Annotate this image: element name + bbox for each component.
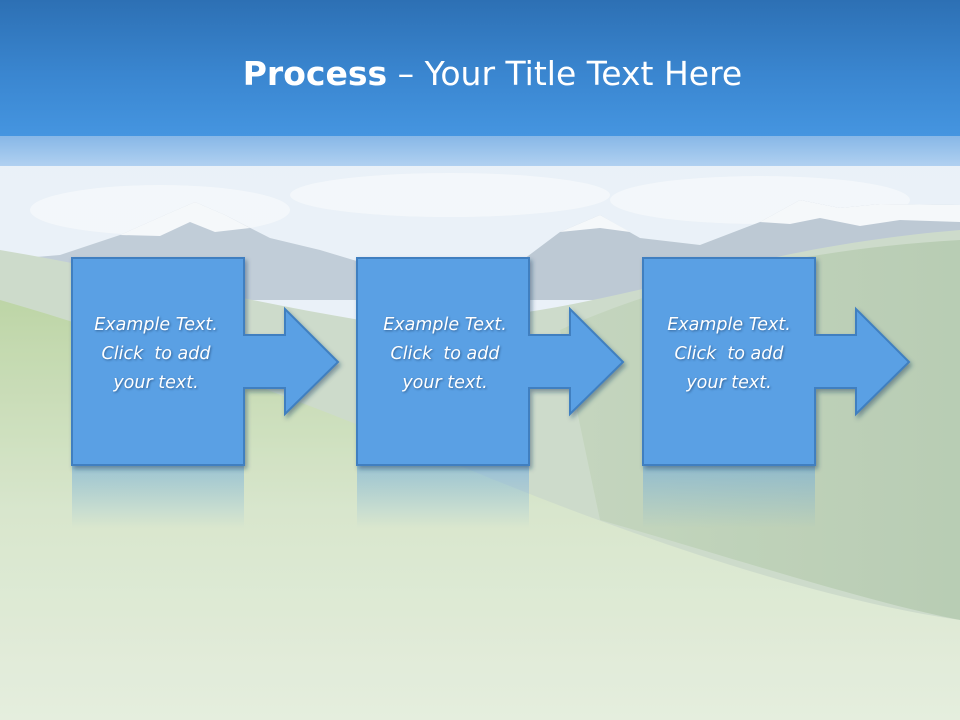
step-1-text[interactable]: Example Text. Click to add your text. (61, 311, 251, 398)
slide-title[interactable]: Process – Your Title Text Here (0, 52, 960, 96)
step-2-shape (356, 257, 625, 466)
snow-cap-right (560, 200, 960, 232)
step-3-text[interactable]: Example Text. Click to add your text. (634, 311, 824, 398)
step-2-line-2: Click to add (390, 344, 500, 364)
cloud (290, 173, 610, 217)
step-1-line-1: Example Text. (94, 315, 218, 335)
step-1-reflection (72, 466, 244, 528)
step-3-line-2: Click to add (674, 344, 784, 364)
process-step-2[interactable] (356, 257, 625, 466)
step-3-reflection (643, 466, 815, 528)
title-rest-part: – Your Title Text Here (387, 54, 743, 93)
header-stripe (0, 136, 960, 166)
snow-cap-left (120, 202, 250, 236)
step-2-text[interactable]: Example Text. Click to add your text. (350, 311, 540, 398)
step-2-line-1: Example Text. (383, 315, 507, 335)
step-1-line-2: Click to add (101, 344, 211, 364)
process-step-3[interactable] (642, 257, 911, 466)
header-bar (0, 0, 960, 136)
step-3-line-3: your text. (686, 373, 772, 393)
step-2-reflection (357, 466, 529, 528)
step-1-shape (71, 257, 340, 466)
process-step-1[interactable] (71, 257, 340, 466)
step-2-line-3: your text. (402, 373, 488, 393)
step-3-shape (642, 257, 911, 466)
step-1-line-3: your text. (113, 373, 199, 393)
title-bold-part: Process (242, 54, 388, 93)
step-3-line-1: Example Text. (667, 315, 791, 335)
